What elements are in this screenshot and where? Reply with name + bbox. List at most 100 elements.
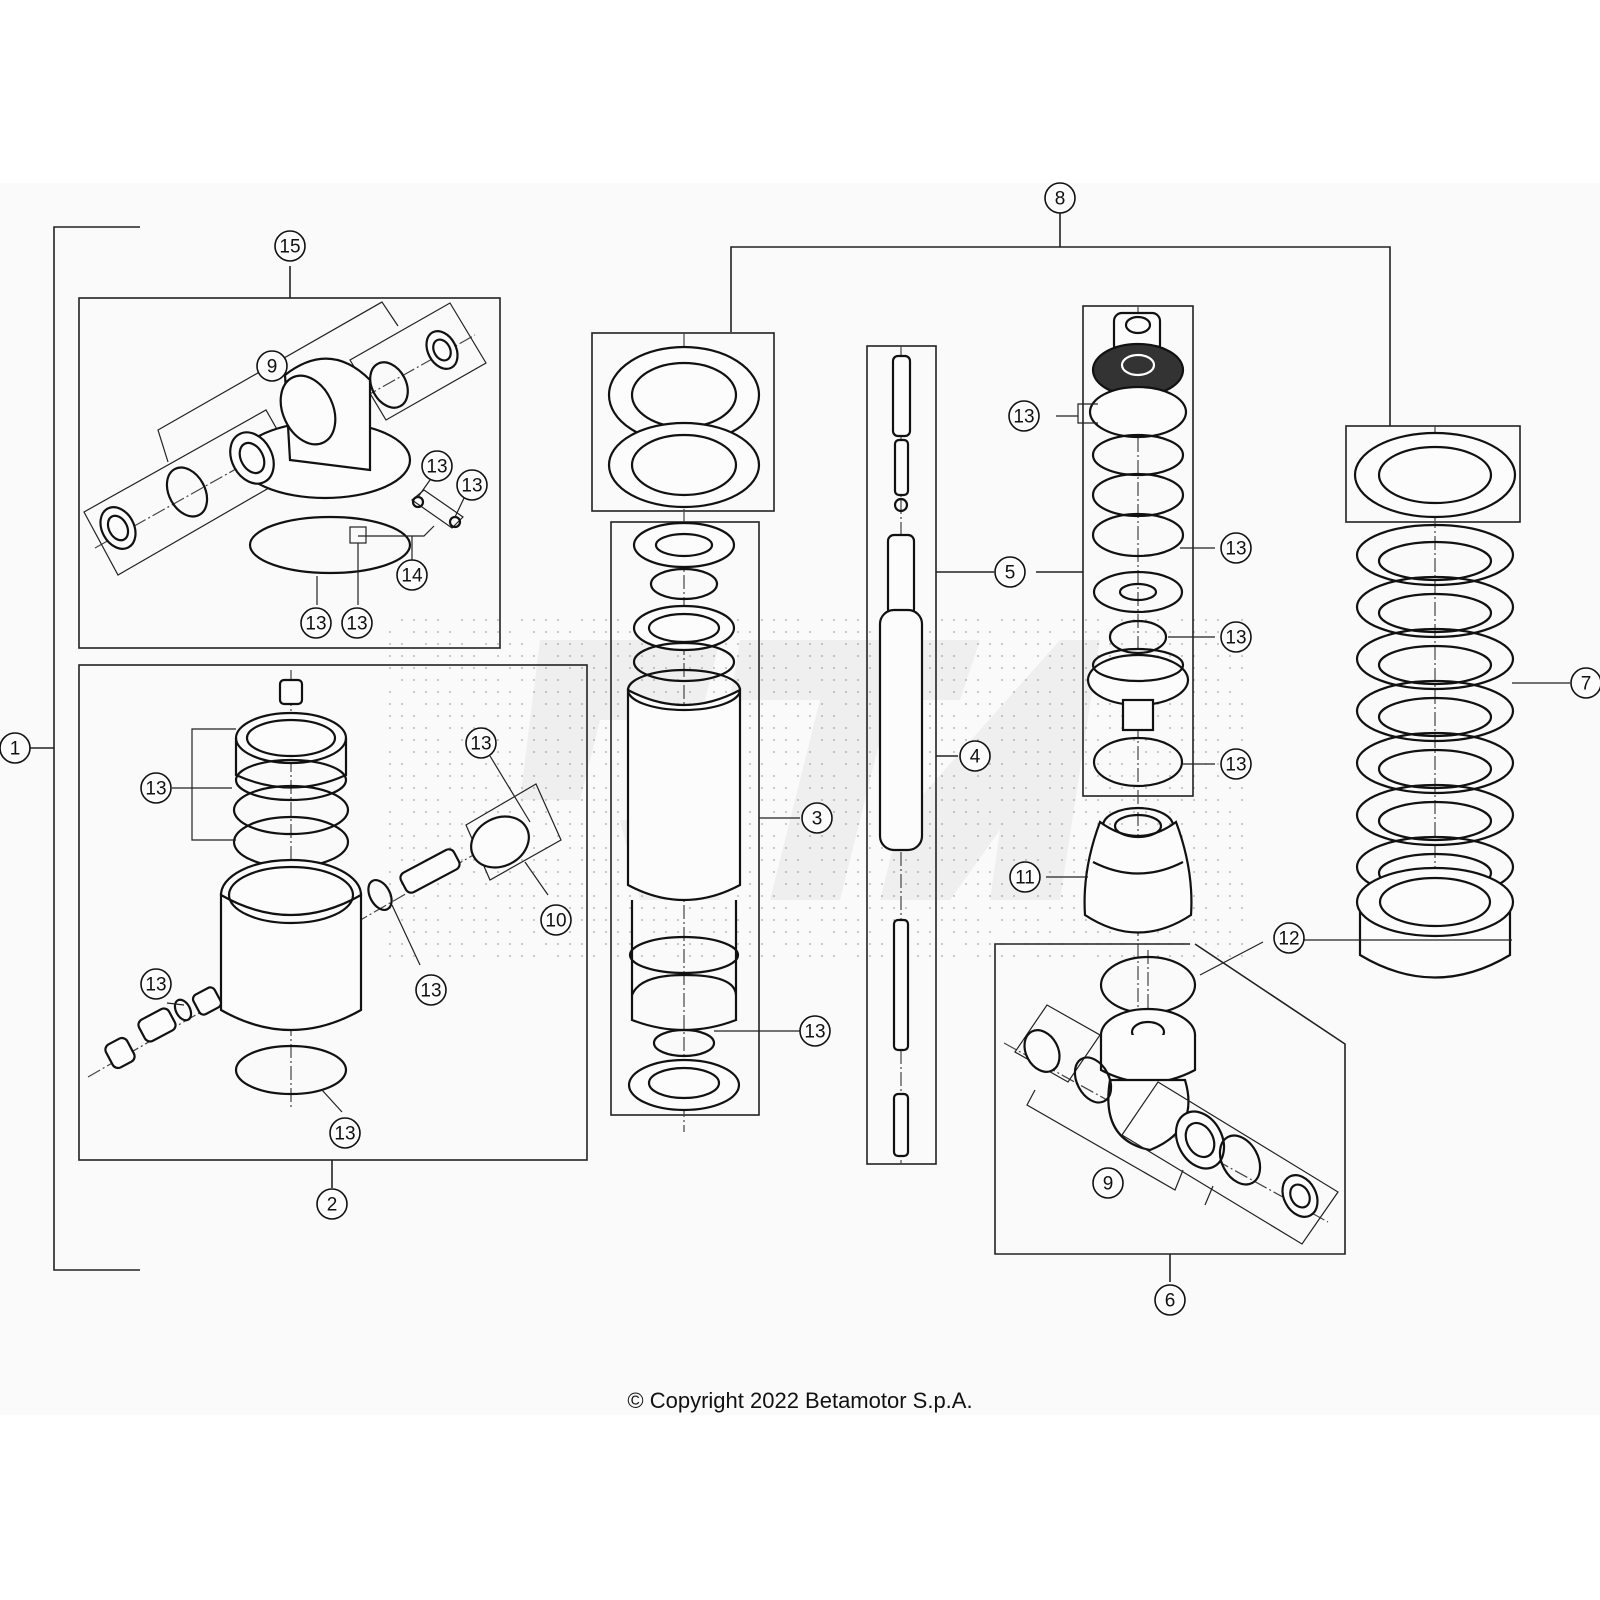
callout-13: 13 — [415, 974, 447, 1006]
spring-coil-inner — [1377, 540, 1493, 582]
spring-coil — [1355, 731, 1515, 795]
callout-circle — [140, 968, 172, 1000]
spring-coil — [1355, 627, 1515, 691]
callout-number: 13 — [1013, 407, 1034, 428]
callout-number: 7 — [1581, 674, 1592, 695]
callout-number: 13 — [1225, 755, 1246, 776]
callout-13: 13 — [140, 772, 172, 804]
callout-number: 3 — [812, 809, 823, 830]
spring-coil-inner — [1377, 748, 1493, 790]
callout-7: 7 — [1570, 667, 1600, 699]
spring-coil — [1355, 523, 1515, 587]
callout-2: 2 — [316, 1188, 348, 1220]
callout-13: 13 — [1220, 621, 1252, 653]
spring-coils — [1355, 523, 1515, 899]
callout-circle — [256, 350, 288, 382]
callout-number: 9 — [1103, 1174, 1114, 1195]
callout-number: 6 — [1165, 1291, 1176, 1312]
callout-circle — [1009, 861, 1041, 893]
callout-number: 2 — [327, 1195, 338, 1216]
callout-number: 13 — [305, 614, 326, 635]
callout-8: 8 — [1044, 182, 1076, 214]
callout-number: 13 — [470, 734, 491, 755]
callout-13: 13 — [799, 1015, 831, 1047]
callout-number: 1 — [10, 739, 21, 760]
callout-circle — [1273, 922, 1305, 954]
callout-circle — [316, 1188, 348, 1220]
callout-circle — [801, 802, 833, 834]
callout-13: 13 — [300, 607, 332, 639]
callout-circle — [1220, 621, 1252, 653]
callout-number: 13 — [420, 981, 441, 1002]
damper-body-assembly — [591, 332, 800, 1132]
spring-assembly — [1288, 425, 1570, 979]
callout-circle — [799, 1015, 831, 1047]
assembly-bracket-1 — [30, 226, 140, 1271]
callout-number: 13 — [461, 476, 482, 497]
callout-10: 10 — [540, 904, 572, 936]
callout-number: 13 — [1225, 539, 1246, 560]
callout-number: 9 — [267, 357, 278, 378]
callout-number: 13 — [804, 1022, 825, 1043]
callout-circle — [300, 607, 332, 639]
callout-9: 9 — [256, 350, 288, 382]
callout-number: 13 — [346, 614, 367, 635]
spring-coil — [1355, 575, 1515, 639]
callout-13: 13 — [456, 469, 488, 501]
callout-13: 13 — [341, 607, 373, 639]
callout-9: 9 — [1092, 1167, 1124, 1199]
callout-13: 13 — [1220, 532, 1252, 564]
spring-coil — [1355, 679, 1515, 743]
spring-coil-inner — [1377, 592, 1493, 634]
callout-13: 13 — [1220, 748, 1252, 780]
callout-circle — [540, 904, 572, 936]
callout-13: 13 — [465, 727, 497, 759]
callout-number: 5 — [1005, 563, 1016, 584]
callout-circle — [341, 607, 373, 639]
piston-rod-assembly — [866, 345, 994, 1165]
callout-13: 13 — [1008, 400, 1040, 432]
callout-circle — [329, 1117, 361, 1149]
callout-number: 13 — [145, 975, 166, 996]
assembly-bracket-8 — [730, 213, 1391, 426]
callout-number: 11 — [1015, 868, 1035, 889]
callout-number: 14 — [401, 566, 423, 587]
callout-circle — [1092, 1167, 1124, 1199]
bottom-eye-assembly — [994, 941, 1346, 1282]
callout-11: 11 — [1009, 861, 1041, 893]
callout-number: 10 — [545, 911, 566, 932]
callout-number: 13 — [334, 1124, 355, 1145]
callout-13: 13 — [421, 450, 453, 482]
callout-5: 5 — [994, 556, 1026, 588]
watermark-logo — [520, 640, 1100, 900]
callout-number: 8 — [1055, 189, 1066, 210]
callout-13: 13 — [329, 1117, 361, 1149]
callout-13: 13 — [140, 968, 172, 1000]
callout-number: 13 — [1225, 628, 1246, 649]
copyright-notice: © Copyright 2022 Betamotor S.p.A. — [627, 1388, 973, 1413]
callout-circle — [994, 556, 1026, 588]
callout-3: 3 — [801, 802, 833, 834]
callout-number: 4 — [970, 747, 981, 768]
callout-4: 4 — [959, 740, 991, 772]
callout-circle — [456, 469, 488, 501]
callout-circle — [1008, 400, 1040, 432]
spring-coil-inner — [1377, 644, 1493, 686]
callout-circle — [421, 450, 453, 482]
reservoir-assembly — [78, 664, 588, 1188]
callout-1: 1 — [0, 732, 31, 764]
callout-number: 12 — [1278, 929, 1299, 950]
callout-circle — [274, 230, 306, 262]
top-eye-assembly — [78, 266, 501, 649]
callout-circle — [1044, 182, 1076, 214]
callout-number: 15 — [279, 237, 300, 258]
spring-coil — [1355, 783, 1515, 847]
callout-12: 12 — [1273, 922, 1305, 954]
callout-circle — [415, 974, 447, 1006]
callout-6: 6 — [1154, 1284, 1186, 1316]
callout-circle — [1570, 667, 1600, 699]
callout-circle — [1220, 748, 1252, 780]
callout-circle — [465, 727, 497, 759]
callout-circle — [1154, 1284, 1186, 1316]
